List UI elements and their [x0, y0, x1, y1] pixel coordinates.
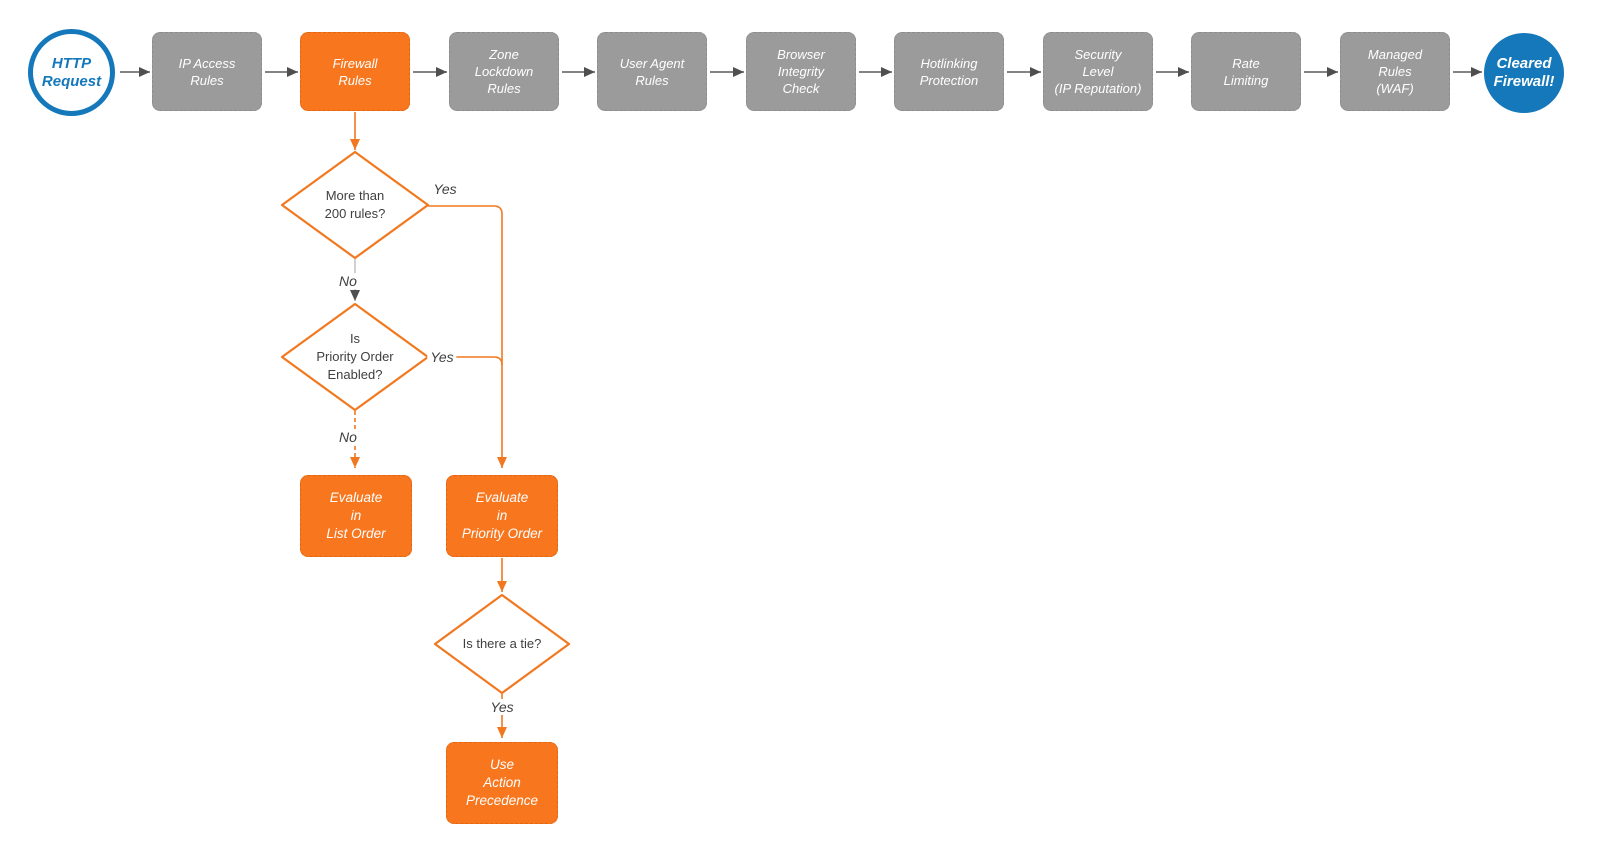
- edge-label-yes-1: Yes: [430, 181, 460, 197]
- step-label: Managed Rules (WAF): [1367, 47, 1423, 96]
- step-label: Firewall Rules: [332, 55, 378, 88]
- action-label: Evaluate in Priority Order: [461, 490, 543, 541]
- edge-label-no-1: No: [336, 273, 360, 289]
- node-action-evaluate-in-list-order: Evaluate in List Order: [300, 475, 412, 557]
- step-label: Security Level (IP Reputation): [1054, 47, 1142, 96]
- node-end-cleared-firewall: Cleared Firewall!: [1484, 33, 1564, 113]
- decision-priority-order-enabled-label: Is Priority Order Enabled?: [316, 331, 394, 382]
- node-step-browser-integrity-check: Browser Integrity Check: [746, 32, 856, 111]
- node-step-rate-limiting: Rate Limiting: [1191, 32, 1301, 111]
- edge-decision1-yes: [428, 205, 507, 468]
- decision-is-there-a-tie-shape: [433, 593, 571, 695]
- node-step-firewall-rules: Firewall Rules: [300, 32, 410, 111]
- step-label: User Agent Rules: [619, 55, 685, 88]
- node-start-http-request: HTTP Request: [28, 29, 115, 116]
- node-start-label: HTTP Request: [41, 54, 102, 90]
- edge-label-yes-2: Yes: [427, 349, 457, 365]
- node-step-user-agent-rules: User Agent Rules: [597, 32, 707, 111]
- decision-more-than-200-rules-shape: [280, 150, 430, 260]
- decision-is-there-a-tie-label: Is there a tie?: [462, 636, 542, 651]
- edge-decision2-yes: [428, 356, 503, 366]
- action-label: Use Action Precedence: [465, 757, 539, 808]
- edge-label-yes-3: Yes: [487, 699, 517, 715]
- decision-more-than-200-rules-label: More than 200 rules?: [324, 188, 386, 221]
- step-label: Rate Limiting: [1223, 55, 1269, 88]
- decision-priority-order-enabled-shape: [280, 302, 430, 412]
- node-step-ip-access-rules: IP Access Rules: [152, 32, 262, 111]
- node-step-security-level-ip-reputation: Security Level (IP Reputation): [1043, 32, 1153, 111]
- step-label: Zone Lockdown Rules: [474, 47, 534, 96]
- node-end-label: Cleared Firewall!: [1493, 55, 1555, 90]
- node-step-zone-lockdown-rules: Zone Lockdown Rules: [449, 32, 559, 111]
- step-label: Browser Integrity Check: [777, 47, 825, 96]
- node-action-use-action-precedence: Use Action Precedence: [446, 742, 558, 824]
- node-action-evaluate-in-priority-order: Evaluate in Priority Order: [446, 475, 558, 557]
- node-step-hotlinking-protection: Hotlinking Protection: [894, 32, 1004, 111]
- node-step-managed-rules-waf: Managed Rules (WAF): [1340, 32, 1450, 111]
- action-label: Evaluate in List Order: [326, 490, 386, 541]
- step-label: Hotlinking Protection: [919, 55, 979, 88]
- edge-label-no-2: No: [336, 429, 360, 445]
- step-label: IP Access Rules: [178, 55, 236, 88]
